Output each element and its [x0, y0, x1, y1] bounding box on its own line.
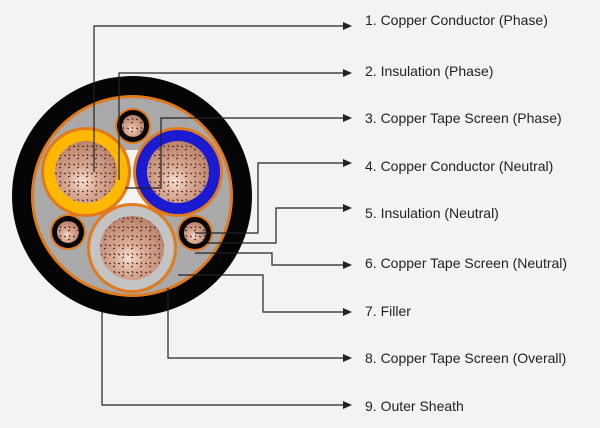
leader-7: [178, 274, 345, 313]
arrow-9: [343, 401, 352, 409]
phase-core-blue: [133, 127, 223, 217]
neutral-core-top: [115, 108, 151, 144]
leader-3: [125, 117, 345, 189]
label-outer-sheath: 9. Outer Sheath: [365, 398, 464, 414]
leader-6: [195, 252, 345, 266]
arrowheads: [343, 22, 352, 409]
leader-5: [207, 207, 345, 244]
arrow-4: [343, 159, 352, 167]
leader-8: [167, 288, 345, 359]
arrow-5: [343, 204, 352, 212]
label-copper-tape-screen-overall: 8. Copper Tape Screen (Overall): [365, 350, 566, 366]
leader-1: [93, 25, 345, 172]
neutral-core-left: [50, 214, 86, 250]
arrow-1: [343, 22, 352, 30]
label-insulation-neutral: 5. Insulation (Neutral): [365, 205, 499, 221]
arrow-6: [343, 261, 352, 269]
arrow-2: [343, 69, 352, 77]
leader-lines: [93, 25, 345, 406]
label-copper-tape-screen-neutral: 6. Copper Tape Screen (Neutral): [365, 255, 567, 271]
arrow-8: [343, 354, 352, 362]
leader-9: [101, 312, 345, 406]
leader-2: [118, 72, 345, 180]
label-copper-tape-screen-phase: 3. Copper Tape Screen (Phase): [365, 110, 562, 126]
arrow-3: [343, 114, 352, 122]
label-copper-conductor-phase: 1. Copper Conductor (Phase): [365, 12, 548, 28]
phase-core-grey: [87, 203, 177, 293]
label-insulation-phase: 2. Insulation (Phase): [365, 63, 493, 79]
label-copper-conductor-neutral: 4. Copper Conductor (Neutral): [365, 158, 553, 174]
arrow-7: [343, 308, 352, 316]
leader-4: [195, 162, 345, 234]
label-filler: 7. Filler: [365, 303, 411, 319]
phase-core-yellow: [41, 127, 131, 217]
